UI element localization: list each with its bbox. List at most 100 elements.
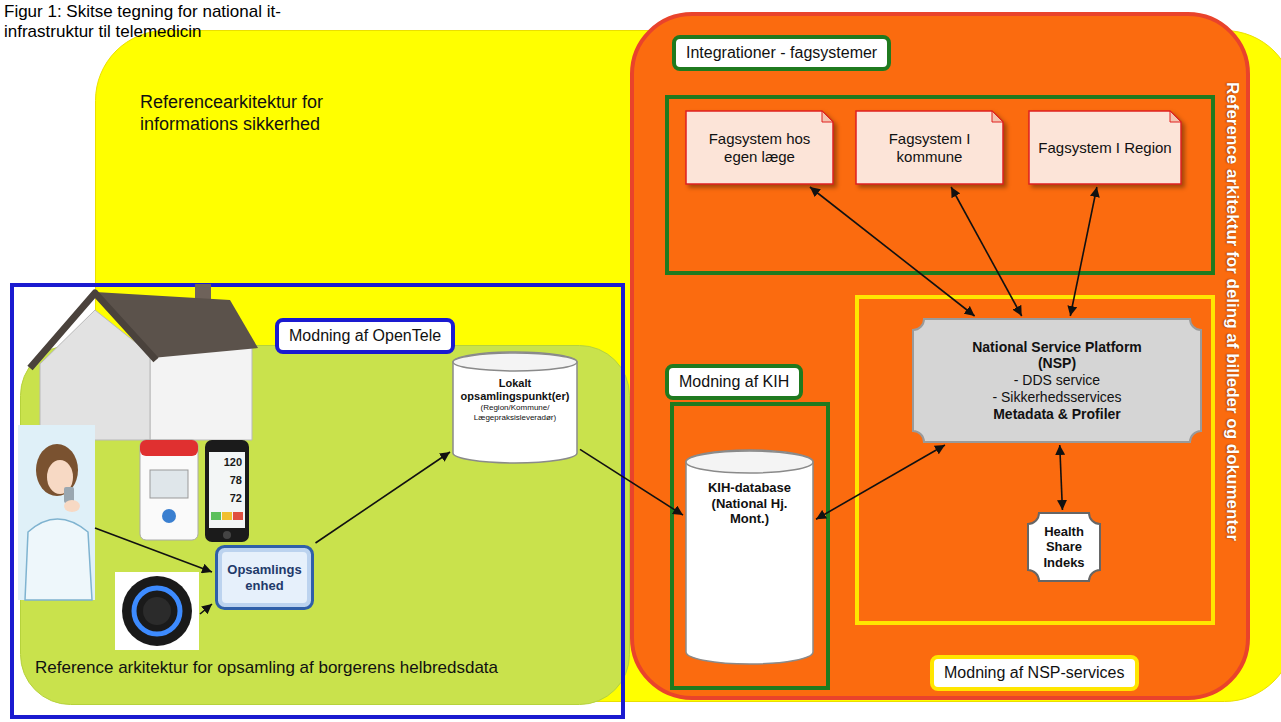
house (30, 284, 258, 440)
cylinder-body (686, 450, 813, 664)
house-side-wall (150, 346, 252, 440)
document-fold (822, 111, 833, 122)
box-content: Opsamlings enhed (215, 545, 314, 610)
frame-border (667, 97, 1213, 273)
phone-bar (233, 512, 243, 520)
region-title: Reference arkitektur for opsamling af bo… (35, 658, 498, 678)
system-document: Fagsystem I kommune (855, 110, 1004, 185)
opentele-frame: Modning af OpenTele (10, 283, 625, 719)
region-title: Referencearkitektur for informations sik… (140, 92, 420, 135)
frame-tag: Integrationer - fagsystemer (672, 35, 891, 71)
connector (580, 449, 683, 515)
collector-tablet: Opsamlings enhed (215, 545, 314, 610)
label-holder: 120 (211, 455, 242, 469)
tablet-body (217, 547, 313, 609)
citizen (18, 425, 95, 600)
box-content: Health Share Indeks (1027, 512, 1101, 582)
box-label: - DDS service (1014, 372, 1100, 389)
system-document: Fagsystem hos egen læge (685, 110, 834, 185)
scale-background (115, 572, 199, 650)
region-shape (21, 346, 630, 705)
monitor-display (150, 470, 188, 498)
cylinder-top (453, 353, 577, 371)
phone-screen (209, 452, 245, 528)
region-caption-holder: Referencearkitektur for informations sik… (140, 92, 420, 135)
box-content: Fagsystem hos egen læge (685, 110, 834, 185)
label-holder: 78 (211, 473, 242, 487)
document-shape (686, 111, 833, 184)
collection-region: Lokalt opsamlingspunkt(er)(Region/Kommun… (20, 345, 630, 705)
citizen-body (25, 519, 92, 600)
box-label: (Region/Kommune/ Lægepraksisleveradør) (458, 403, 572, 422)
screen-reading: 78 (211, 473, 242, 487)
tablet-screen (222, 552, 307, 603)
figure-title: Figur 1: Skitse tegning for national it-… (4, 2, 344, 43)
monitor-body (140, 440, 198, 540)
box-label: Fagsystem I Region (1038, 139, 1171, 157)
connector (951, 187, 1022, 316)
frame-border (857, 297, 1213, 623)
connector (810, 187, 975, 316)
plaque-shape (1028, 513, 1100, 581)
box-content: Fagsystem I Region (1028, 110, 1182, 185)
device-arrow (200, 604, 212, 614)
frame-border (12, 285, 623, 717)
phone (205, 440, 249, 542)
connector (1070, 187, 1097, 316)
box-content: Fagsystem I kommune (855, 110, 1004, 185)
house-roof-edge (30, 293, 156, 368)
frame-tag: Modning af KIH (665, 364, 803, 400)
box-label: Metadata & Profiler (993, 406, 1121, 423)
phone-bar (222, 512, 232, 520)
frame-tag-holder: Integrationer - fagsystemer (672, 35, 891, 71)
scale-plate (122, 576, 192, 646)
frame-tag-holder: Modning af OpenTele (275, 318, 455, 354)
citizen-hair (36, 444, 78, 496)
citizen-background (18, 425, 95, 600)
box-label: Fagsystem hos egen læge (693, 130, 826, 166)
phone-body (205, 440, 249, 542)
inhaler (64, 487, 74, 503)
blood-pressure-monitor (140, 440, 198, 540)
cylinder-body (453, 352, 577, 463)
region-shape (632, 14, 1248, 698)
box-label: KIH-database (National Hj. Mont.) (693, 480, 806, 527)
frame-tag-holder: Modning af KIH (665, 364, 803, 400)
connector (1060, 445, 1063, 510)
region-title: Reference arkitektur for deling af bille… (1222, 82, 1242, 541)
monitor-button (162, 509, 176, 523)
region-caption-holder: Reference arkitektur for opsamling af bo… (35, 658, 498, 678)
citizen-face (47, 460, 73, 494)
cylinder-top (686, 451, 813, 473)
system-document: Fagsystem I Region (1028, 110, 1182, 185)
box-content: KIH-database (National Hj. Mont.) (685, 450, 814, 665)
document-fold (1170, 111, 1181, 122)
platform-plaque: National Service Platform (NSP)- DDS ser… (912, 318, 1202, 443)
screen-reading: 120 (211, 455, 242, 469)
phone-button (223, 531, 231, 539)
frame-border (672, 404, 828, 688)
kih-frame: KIH-database (National Hj. Mont.)Modning… (670, 402, 830, 690)
phone-bar (211, 512, 221, 520)
connector (816, 445, 945, 519)
document-shape (1029, 111, 1181, 184)
scale-ring (134, 588, 180, 634)
house-chimney (195, 284, 211, 308)
box-label: Lokalt opsamlingspunkt(er) (458, 377, 572, 403)
scale-center (143, 597, 171, 625)
label-holder: 72 (211, 491, 242, 505)
monitor-cap (140, 440, 198, 456)
house-front-wall (40, 310, 150, 440)
box-label: Opsamlings enhed (225, 562, 304, 593)
box-label: Fagsystem I kommune (863, 130, 996, 166)
document-fold (992, 111, 1003, 122)
title-holder: Figur 1: Skitse tegning for national it-… (4, 2, 344, 43)
frame-tag-holder: Modning af NSP-services (930, 655, 1139, 691)
connectors (315, 187, 1096, 543)
scale (115, 572, 199, 650)
box-label: National Service Platform (NSP) (957, 339, 1157, 373)
sharing-region: Fagsystem hos egen læge Fagsystem I kommu… (630, 12, 1250, 700)
region-caption-holder: Reference arkitektur for deling af bille… (1222, 82, 1242, 541)
nsp-frame: National Service Platform (NSP)- DDS ser… (855, 295, 1215, 625)
